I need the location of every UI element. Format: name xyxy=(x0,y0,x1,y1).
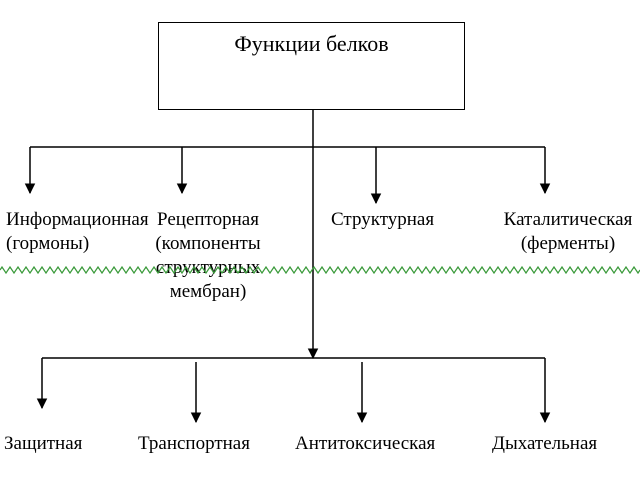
function-receptor-line-1: Рецепторная xyxy=(157,209,259,230)
function-receptor: Рецепторная (компоненты структурных мемб… xyxy=(148,208,268,304)
function-informational-line-1: Информационная xyxy=(6,209,149,230)
function-transport: Транспортная xyxy=(138,432,250,456)
root-box: Функции белков xyxy=(158,22,465,110)
function-respiratory: Дыхательная xyxy=(492,432,597,456)
function-antitoxic: Антитоксическая xyxy=(295,432,435,456)
spellcheck-underline xyxy=(0,265,640,275)
function-catalytic: Каталитическая (ферменты) xyxy=(500,208,636,256)
function-structural-line-1: Структурная xyxy=(331,209,435,230)
root-title: Функции белков xyxy=(234,31,389,56)
function-respiratory-label: Дыхательная xyxy=(492,433,598,454)
function-transport-label: Транспортная xyxy=(138,433,250,454)
function-protective-label: Защитная xyxy=(4,433,83,454)
function-antitoxic-label: Антитоксическая xyxy=(295,433,436,454)
function-informational: Информационная (гормоны) xyxy=(6,208,149,256)
function-catalytic-line-1: Каталитическая xyxy=(503,209,633,230)
function-receptor-line-2: (компоненты xyxy=(155,233,261,254)
function-receptor-line-4: мембран) xyxy=(169,281,247,302)
function-structural: Структурная xyxy=(331,208,434,232)
function-catalytic-line-2: (ферменты) xyxy=(520,233,616,254)
function-protective: Защитная xyxy=(4,432,82,456)
function-informational-line-2: (гормоны) xyxy=(6,233,90,254)
